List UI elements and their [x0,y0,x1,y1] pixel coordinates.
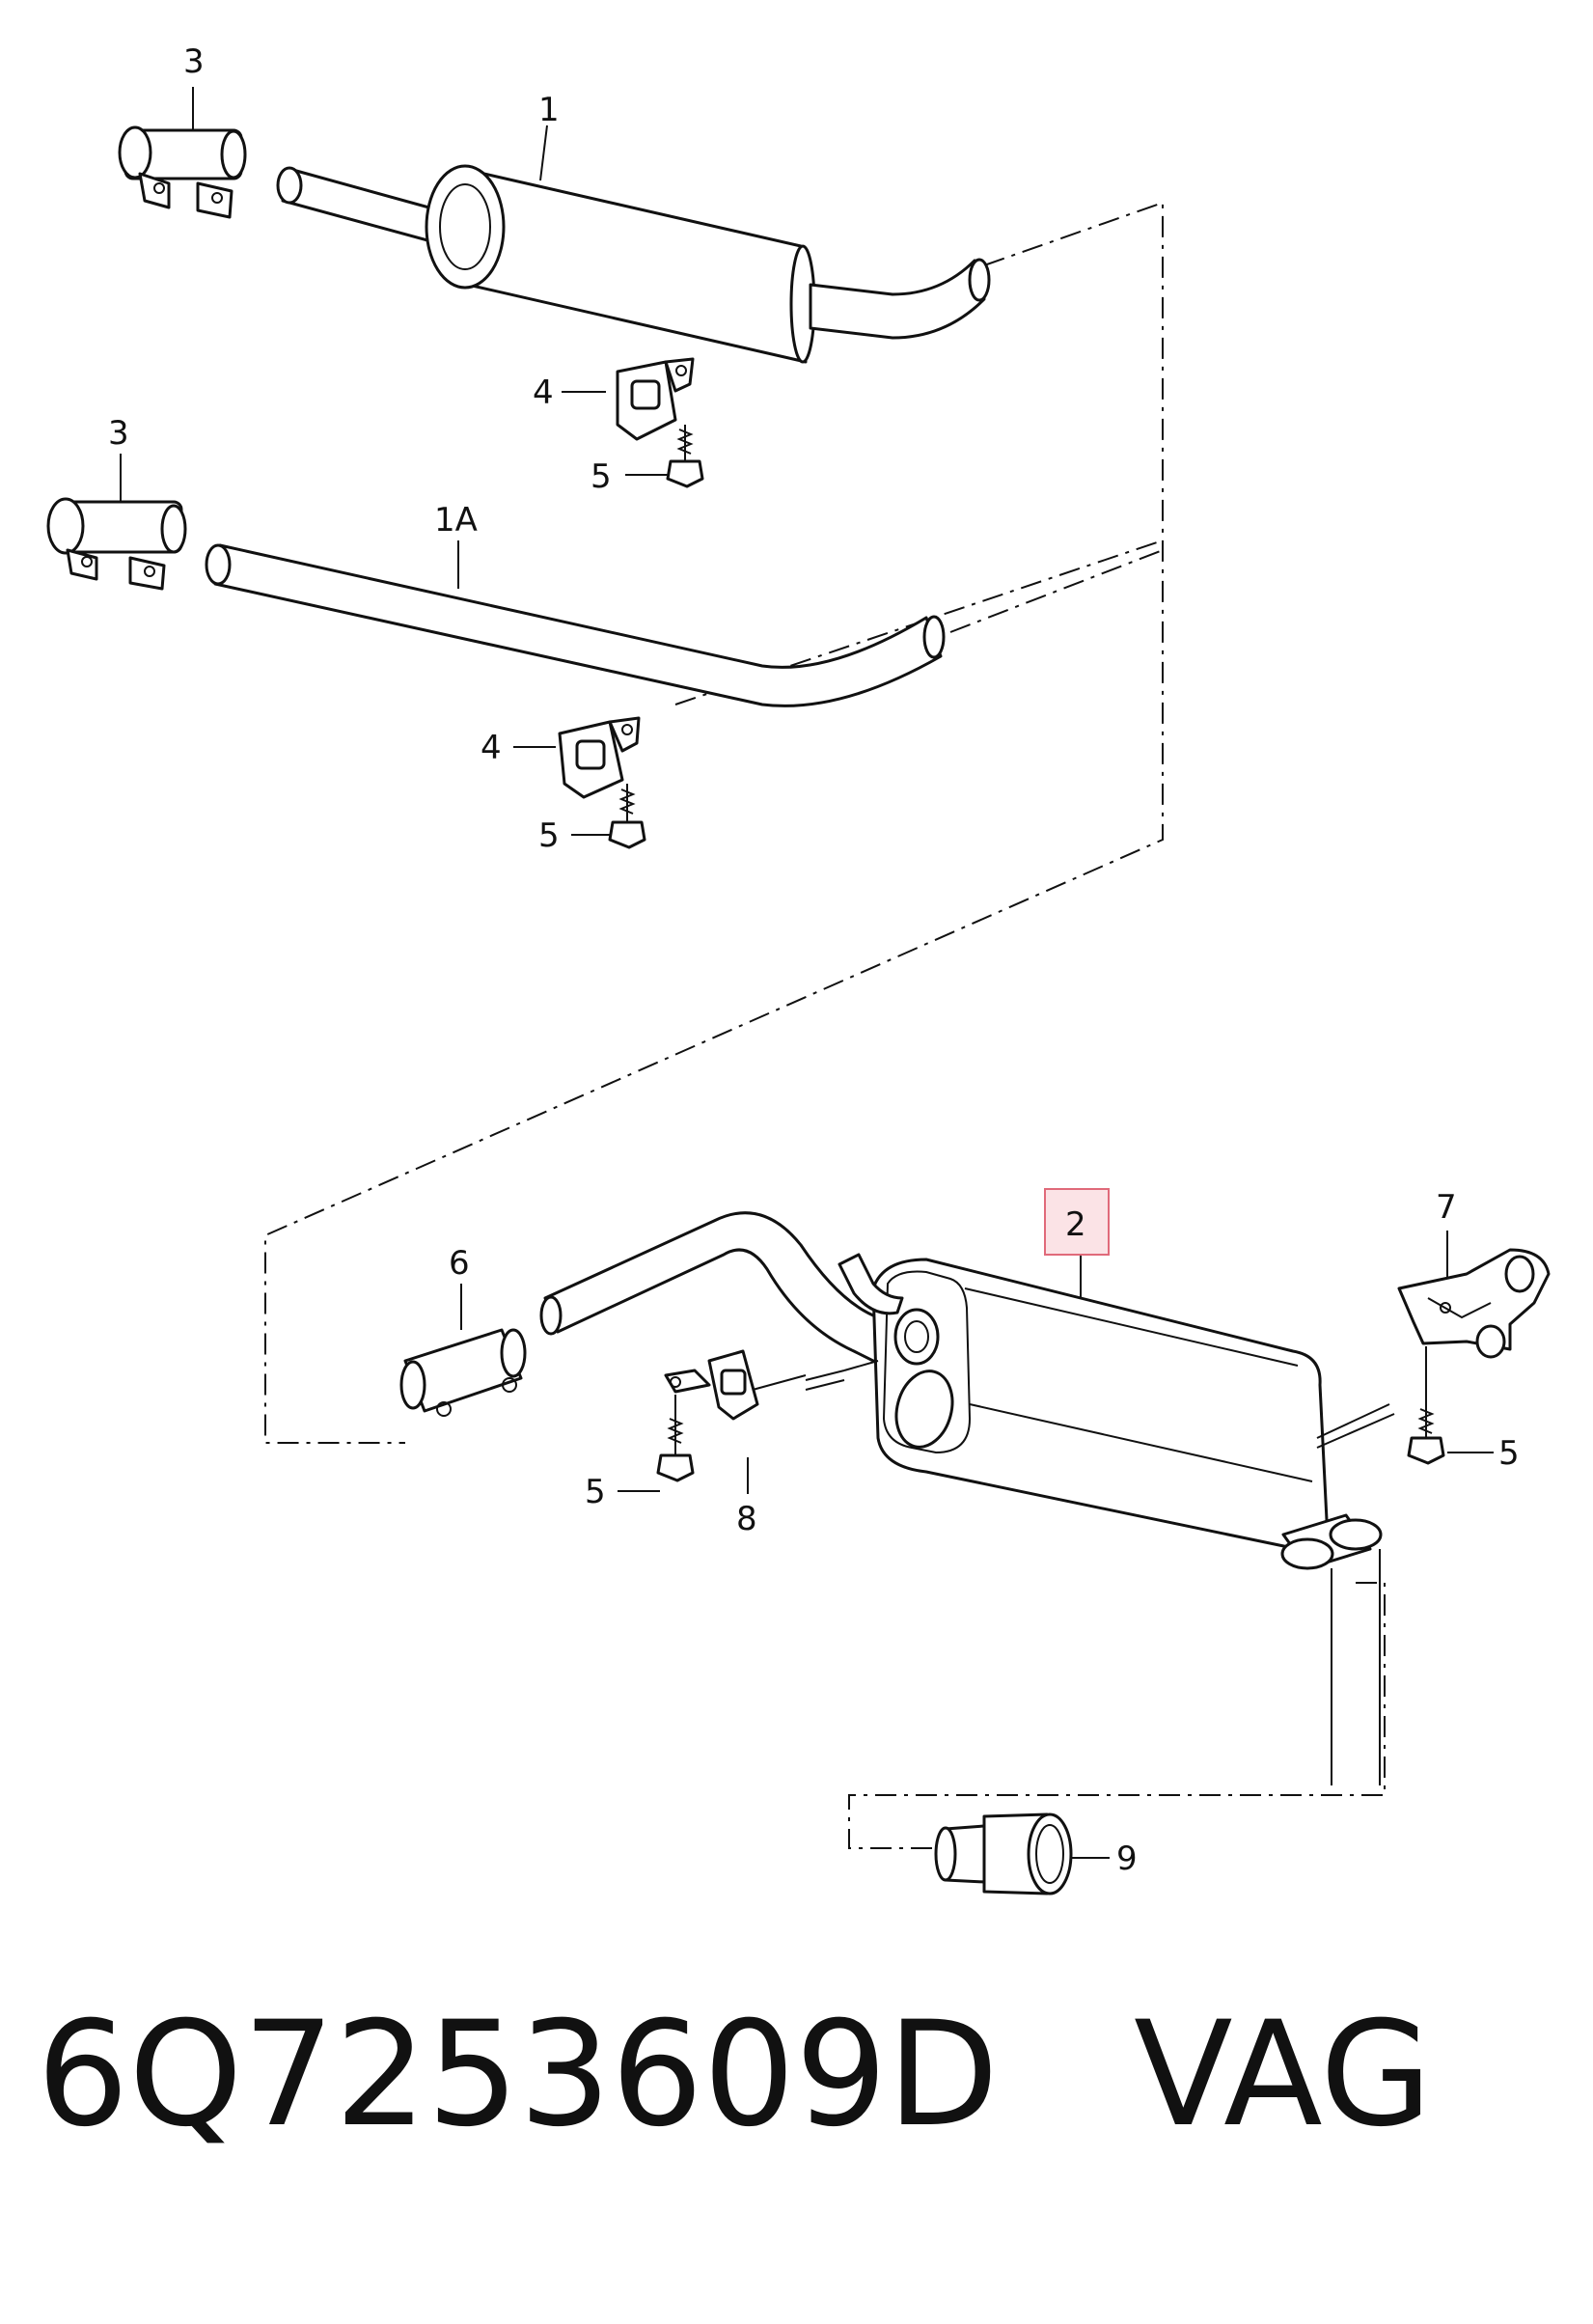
callout-7: 7 [1436,1188,1457,1227]
pipe-clamp-top [118,125,247,219]
tailpipe-trim-9 [934,1812,1073,1895]
callout-5-lower-left: 5 [585,1473,606,1511]
front-silencer-assembly [276,164,991,364]
brand-name: VAG [1134,1991,1433,2159]
bolt-top [666,425,704,488]
rear-silencer [805,1253,1395,1570]
assembly-boundary-lines [264,201,1386,1849]
callout-1: 1 [538,91,560,129]
callout-3-top: 3 [183,42,205,81]
callout-4-top: 4 [533,374,554,412]
callout-4-middle: 4 [481,729,502,767]
intermediate-pipe-assembly [205,543,946,707]
hanger-bracket-8 [664,1349,807,1421]
callout-5-top: 5 [591,457,612,496]
callout-9: 9 [1116,1840,1138,1878]
bolt-middle [608,784,646,849]
bolt-lower-left [656,1395,695,1482]
exhaust-tail-lines [1331,1549,1381,1785]
callout-numbers: 3 1 4 5 3 1A 4 5 6 2 7 5 5 8 9 [108,42,1520,1878]
callout-1a: 1A [434,501,478,540]
rubber-hanger-middle [558,716,641,799]
callout-2: 2 [1065,1205,1086,1244]
connecting-pipe-lower [539,1211,899,1368]
callout-leader-lines [120,87,1494,1859]
pipe-clamp-lower [399,1328,527,1417]
rubber-hanger-top [616,357,695,441]
highlight-box-2 [1044,1188,1110,1256]
callout-5-middle: 5 [538,816,560,855]
callout-6: 6 [449,1244,470,1283]
mounting-bracket-7 [1397,1248,1551,1359]
callout-3-middle: 3 [108,414,129,453]
callout-8: 8 [736,1500,757,1538]
callout-5-lower-right: 5 [1498,1434,1520,1473]
bolt-lower-right [1407,1346,1445,1465]
part-number: 6Q7253609D [37,1991,1000,2159]
pipe-clamp-middle [46,497,187,591]
